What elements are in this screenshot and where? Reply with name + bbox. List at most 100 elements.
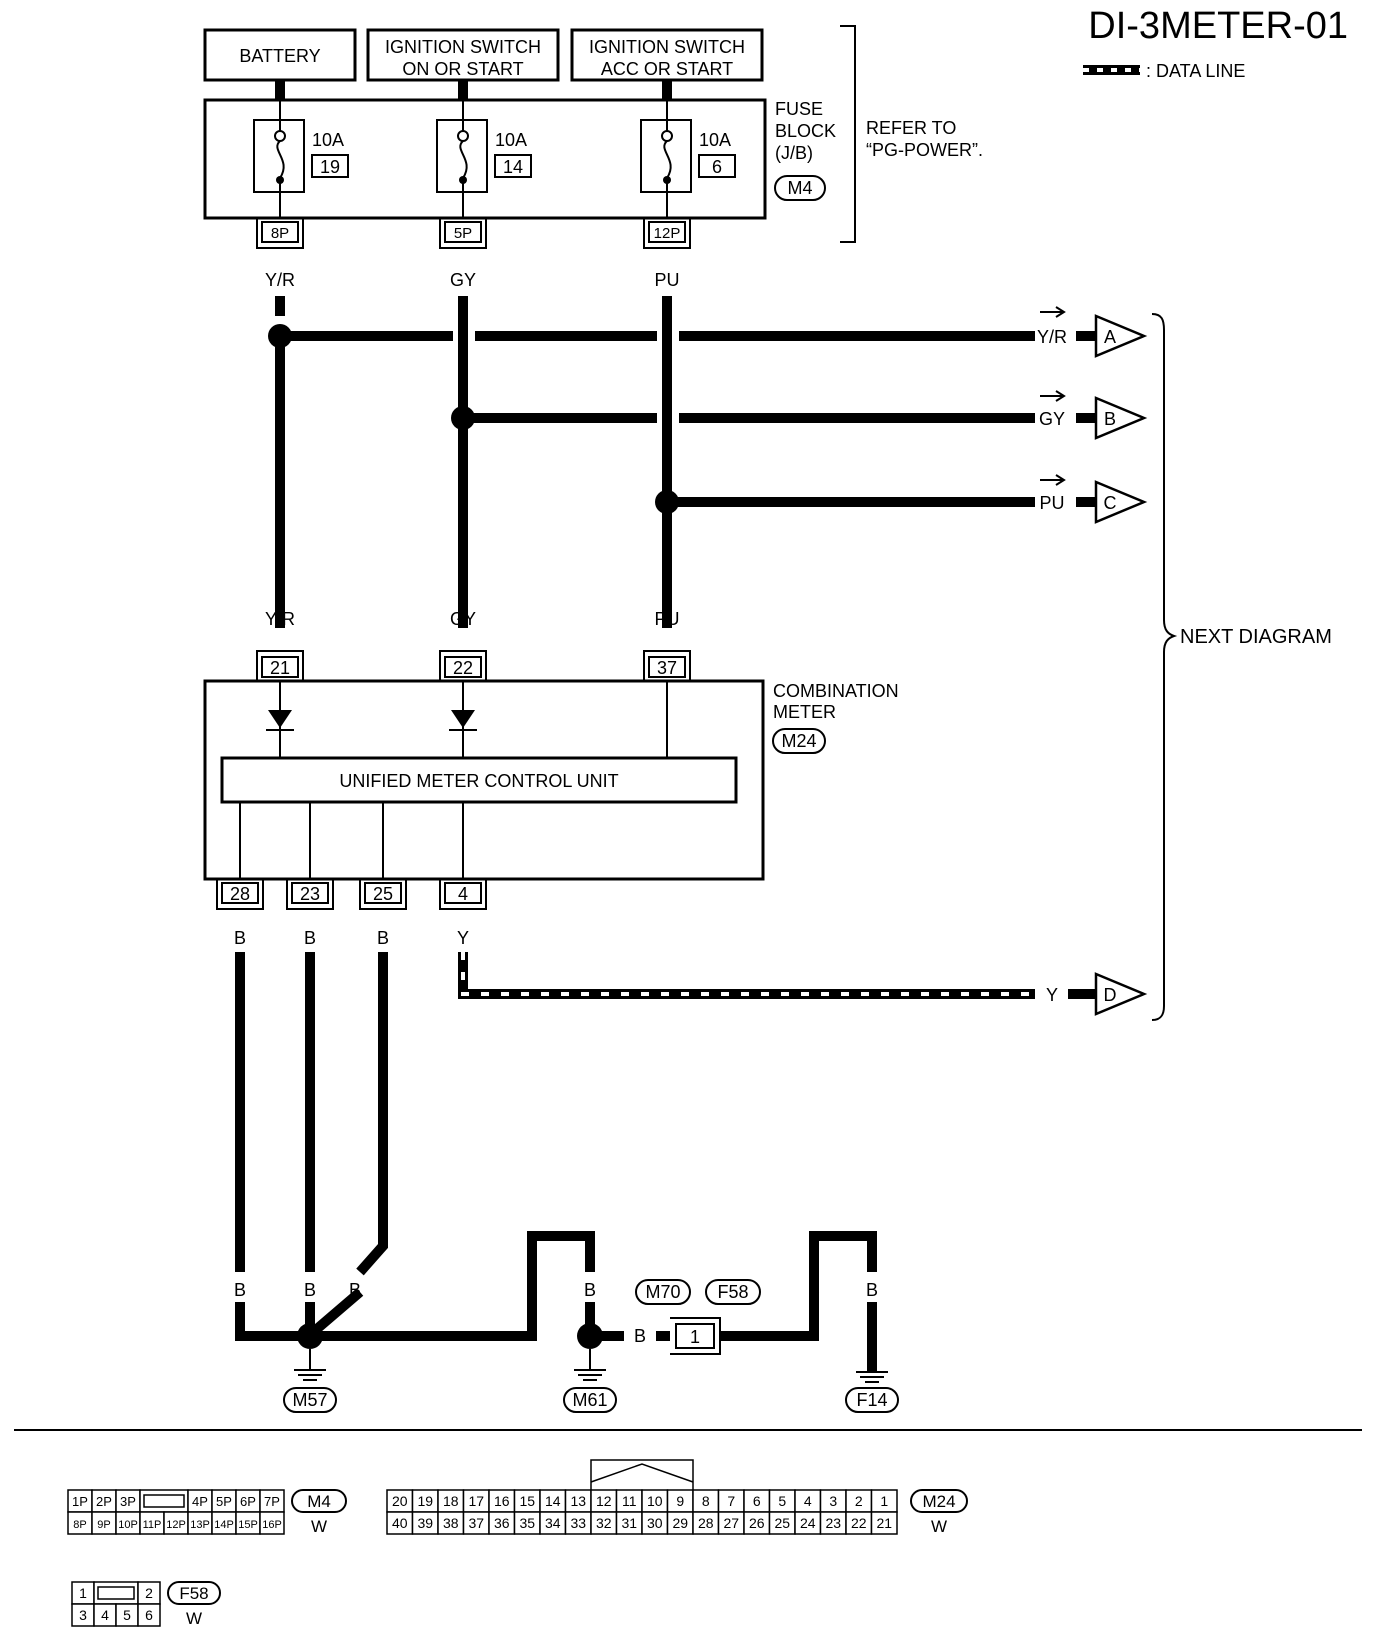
combination-meter-connector: M24 [781,731,816,751]
meter-pin-28-label: 28 [230,884,250,904]
m24-pin-5: 5 [778,1493,786,1509]
fuse-block-name-2: BLOCK [775,121,836,141]
output-b-color: GY [1039,409,1065,429]
fuse-14 [436,100,488,218]
m24-pin-25: 25 [774,1515,790,1531]
connector-f58: F58 [717,1282,748,1302]
data-line-legend-label: : DATA LINE [1146,61,1245,81]
splice-gy [451,406,475,430]
m4-pin-10P: 10P [118,1519,138,1531]
m4-pin-15P: 15P [238,1519,258,1531]
output-c: PU C [1039,474,1148,524]
unified-meter-control-unit [220,756,738,804]
wire-color-b-25: B [377,928,389,948]
m24-pin-37: 37 [468,1515,484,1531]
f58-view-name: F58 [179,1584,208,1603]
m24-pin-39: 39 [417,1515,433,1531]
m24-pin-4: 4 [804,1493,812,1509]
wire-color-y-4: Y [457,928,469,948]
m24-pin-35: 35 [519,1515,535,1531]
ground-m61: M61 [563,1349,617,1413]
refer-note-2: “PG-POWER”. [866,140,983,160]
m24-view-color: W [931,1517,947,1536]
ground-m57-label: M57 [292,1390,327,1410]
ground-f14: F14 [845,1371,899,1413]
meter-pin-25: 25 [359,879,407,910]
meter-pin-4-label: 4 [458,884,468,904]
fuse-6-rating: 10A [699,130,731,150]
m24-pin-7: 7 [727,1493,735,1509]
meter-pin-21: 21 [256,628,304,681]
diode-22 [451,710,475,728]
fuse-pin-8p: 8P [256,218,304,249]
m24-pin-6: 6 [753,1493,761,1509]
f58-pin-4: 4 [101,1607,109,1623]
ground-splice-m61 [577,1323,603,1349]
fuse-block-name-1: FUSE [775,99,823,119]
meter-pin-22: 22 [439,650,487,681]
m4-pin-2P: 2P [96,1494,112,1509]
m4-view-name: M4 [307,1492,331,1511]
combination-meter-name-1: COMBINATION [773,681,899,701]
m24-pin-2: 2 [855,1493,863,1509]
m24-pin-40: 40 [392,1515,408,1531]
output-c-letter: C [1104,493,1117,513]
wire-color-yr-mid: Y/R [265,609,295,629]
meter-pin-25-label: 25 [373,884,393,904]
m24-pin-9: 9 [676,1493,684,1509]
f58-pin-3: 3 [79,1607,87,1623]
m24-pin-22: 22 [851,1515,867,1531]
splice-yr [268,324,292,348]
m24-pin-27: 27 [723,1515,739,1531]
m24-pin-28: 28 [698,1515,714,1531]
wire-color-b-28: B [234,928,246,948]
m24-pin-8: 8 [702,1493,710,1509]
fuse-14-number: 14 [503,157,523,177]
m4-pin-7P: 7P [264,1494,280,1509]
m4-pin-1P: 1P [72,1494,88,1509]
fuse-19-number: 19 [320,157,340,177]
output-d-color: Y [1046,985,1058,1005]
m4-pin-16P: 16P [262,1519,282,1531]
ign-acc-start-box [570,28,764,82]
m24-pin-13: 13 [570,1493,586,1509]
fuse-14-rating: 10A [495,130,527,150]
m4-pin-13P: 13P [190,1519,210,1531]
m24-view-name: M24 [922,1492,955,1511]
gnd-wire-b-7: B [808,1280,820,1300]
ign-acc-start-label-2: ACC OR START [601,59,733,79]
wire-color-pu-mid: PU [654,609,679,629]
m24-pin-20: 20 [392,1493,408,1509]
m4-pin-14P: 14P [214,1519,234,1531]
m24-pin-14: 14 [545,1493,561,1509]
m24-pin-33: 33 [570,1515,586,1531]
diode-21 [268,710,292,728]
gnd-wire-b-3: B [349,1280,361,1300]
f58-pin-5: 5 [123,1607,131,1623]
diagram-title: DI-3METER-01 [1088,5,1348,47]
m24-pin-11: 11 [622,1493,637,1509]
fuse-19-rating: 10A [312,130,344,150]
m24-pin-23: 23 [825,1515,841,1531]
m24-pin-21: 21 [876,1515,892,1531]
refer-note-1: REFER TO [866,118,956,138]
meter-pin-23: 23 [286,879,334,910]
m4-pin-12P: 12P [166,1519,186,1531]
next-diagram-bracket [1151,313,1178,1021]
wire-color-pu-top: PU [654,270,679,290]
meter-pin-37-label: 37 [657,658,677,678]
gnd-wire-b-4: B [526,1280,538,1300]
meter-pin-28: 28 [216,879,264,910]
fuse-pin-5p: 5P [439,218,487,249]
meter-pin-4: 4 [439,879,487,910]
m24-pin-31: 31 [621,1515,637,1531]
ground-splice-m57 [297,1323,323,1349]
m4-pin-6P: 6P [240,1494,256,1509]
m24-pin-24: 24 [800,1515,816,1531]
m24-pin-17: 17 [468,1493,484,1509]
m24-pin-32: 32 [596,1515,612,1531]
output-a-color: Y/R [1037,327,1067,347]
m24-pin-38: 38 [443,1515,459,1531]
